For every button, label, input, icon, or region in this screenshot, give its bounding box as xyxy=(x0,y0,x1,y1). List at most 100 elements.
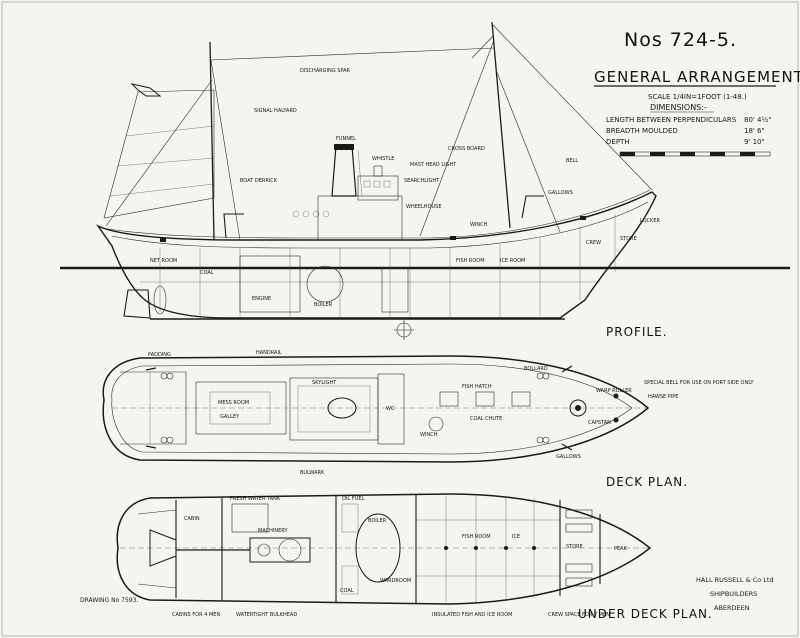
lbl-coal-chute: COAL CHUTE xyxy=(470,416,502,422)
deck-hawse-stbd xyxy=(613,417,619,423)
builder-city: ABERDEEN xyxy=(714,604,750,612)
lbl-fish-hatch: FISH HATCH xyxy=(462,384,492,390)
lbl-capstan: CAPSTAN xyxy=(588,420,611,426)
profile-fore-mast xyxy=(491,21,511,229)
lbl-cross-board: CROSS BOARD xyxy=(448,146,485,152)
profile-view: DISCHARGING SPAR SIGNAL HALYARD CROSS BO… xyxy=(60,21,790,340)
lbl-special-bell: SPECIAL BELL FOR USE ON PORT SIDE ONLY xyxy=(644,380,754,386)
lbl-locker: LOCKER xyxy=(640,218,660,224)
builder-block: HALL RUSSELL & Co Ltd SHIPBUILDERS ABERD… xyxy=(696,576,774,612)
profile-deck-line xyxy=(111,201,649,249)
lbl-peak: PEAK xyxy=(614,546,628,552)
lbl-boat-derrick: BOAT DERRICK xyxy=(240,178,278,184)
deck-plan-view-label: DECK PLAN. xyxy=(606,475,688,489)
lbl-crew: CREW xyxy=(586,240,601,246)
profile-rudder xyxy=(123,289,151,319)
lbl-discharging-spar: DISCHARGING SPAR xyxy=(300,68,350,74)
profile-bulwark-rail xyxy=(101,189,651,239)
dim-depth-value: 9' 10" xyxy=(744,138,765,146)
profile-funnel-top xyxy=(334,144,354,150)
lbl-skylight: SKYLIGHT xyxy=(312,380,337,386)
deck-casing xyxy=(195,381,287,435)
deck-fore-casing xyxy=(377,373,405,445)
under-deck-bulkheads xyxy=(175,494,601,603)
profile-rigging xyxy=(105,23,653,241)
lbl-engine: ENGINE xyxy=(252,296,271,302)
builder-trade: SHIPBUILDERS xyxy=(710,590,757,598)
lbl-funnel: FUNNEL xyxy=(336,136,356,142)
drawing-number: Nos 724-5. xyxy=(624,29,737,51)
lbl-warp-roller: WARP ROLLER xyxy=(596,388,632,394)
lbl-insulated-room: INSULATED FISH AND ICE ROOM xyxy=(432,612,512,618)
lbl-padding: PADDING xyxy=(148,352,171,358)
dim-length-value: 80' 4½" xyxy=(744,116,772,124)
profile-propeller xyxy=(153,285,167,315)
profile-funnel xyxy=(331,145,357,197)
lbl-fish-room: FISH ROOM xyxy=(456,258,485,264)
lbl-wc: WC xyxy=(386,406,395,412)
lbl-bollard: BOLLARD xyxy=(524,366,548,372)
lbl-gallows: GALLOWS xyxy=(548,190,573,196)
profile-gallows xyxy=(521,195,544,219)
deck-bollards xyxy=(160,372,550,444)
under-deck-plan-view: FRESH WATER TANK MACHINERY BOILER OIL FU… xyxy=(116,493,713,621)
lbl-mess-room: MESS ROOM xyxy=(218,400,249,406)
lbl-winch: WINCH xyxy=(470,222,488,228)
lbl-wardroom: WARDROOM xyxy=(380,578,411,584)
lbl-searchlight: SEARCHLIGHT xyxy=(404,178,440,184)
profile-searchlight xyxy=(373,165,383,177)
lbl-ice-room: ICE ROOM xyxy=(500,258,525,264)
lbl-cabins-4-men: CABINS FOR 4 MEN xyxy=(172,612,220,618)
deck-bulwark-inner xyxy=(111,363,633,455)
profile-wheelhouse xyxy=(357,175,399,201)
deck-aft-house xyxy=(120,371,187,445)
lbl-ud-coal: COAL xyxy=(340,588,354,594)
profile-engine-block xyxy=(239,255,301,313)
lbl-wheelhouse: WHEELHOUSE xyxy=(406,204,442,210)
deck-gallows xyxy=(561,365,573,451)
deck-capstan xyxy=(569,399,587,417)
lbl-cabin: CABIN xyxy=(184,516,200,522)
profile-bulkhead-box xyxy=(381,267,409,313)
lbl-bell: BELL xyxy=(566,158,578,164)
under-deck-plan-view-label: UNDER DECK PLAN. xyxy=(578,607,713,621)
dim-length-label: LENGTH BETWEEN PERPENDICULARS xyxy=(606,116,737,124)
deck-hull-outline xyxy=(102,355,650,463)
lbl-fresh-water-tank: FRESH WATER TANK xyxy=(230,496,281,502)
dim-depth-label: DEPTH xyxy=(606,138,630,146)
lbl-oil-fuel: OIL FUEL xyxy=(342,496,364,502)
profile-hull-outline xyxy=(95,191,657,319)
deck-engine-casing xyxy=(289,377,379,441)
lbl-ud-boiler: BOILER xyxy=(368,518,387,524)
profile-mizzen-mast xyxy=(209,41,215,241)
builder-name: HALL RUSSELL & Co Ltd xyxy=(696,576,774,584)
lbl-deck-gallows: GALLOWS xyxy=(556,454,581,460)
under-deck-fresh-water-tank xyxy=(231,503,269,533)
lbl-whistle: WHISTLE xyxy=(372,156,394,162)
dimensions-heading: DIMENSIONS:- xyxy=(650,103,707,112)
lbl-crew-space: CREW SPACE FOR 7 MEN xyxy=(548,612,610,618)
deck-plan-view: HANDRAIL BULWARK PADDING SKYLIGHT WINCH … xyxy=(102,350,754,489)
lbl-signal-halyard: SIGNAL HALYARD xyxy=(254,108,297,114)
lbl-deck-winch: WINCH xyxy=(420,432,438,438)
lbl-galley: GALLEY xyxy=(220,414,240,420)
profile-boiler xyxy=(306,265,344,303)
profile-pennant-flag xyxy=(130,83,162,97)
under-deck-boiler xyxy=(355,513,401,583)
profile-mizzen-sail xyxy=(103,89,215,219)
lbl-ud-store: STORE xyxy=(566,544,583,550)
drawing-no-label: DRAWING No 7593. xyxy=(80,597,138,604)
deck-funnel xyxy=(327,397,357,419)
lbl-mast-head-light: MAST HEAD LIGHT xyxy=(410,162,457,168)
lbl-net-room: NET ROOM xyxy=(150,258,177,264)
under-deck-aft-tank xyxy=(149,529,177,567)
title-block: Nos 724-5. GENERAL ARRANGEMENT SCALE 1/4… xyxy=(594,29,800,157)
lbl-store: STORE xyxy=(620,236,637,242)
lbl-hawse-pipe: HAWSE PIPE xyxy=(648,394,678,400)
lbl-machinery: MACHINERY xyxy=(258,528,288,534)
lbl-boiler: BOILER xyxy=(314,302,333,308)
profile-station-lines xyxy=(140,214,616,318)
